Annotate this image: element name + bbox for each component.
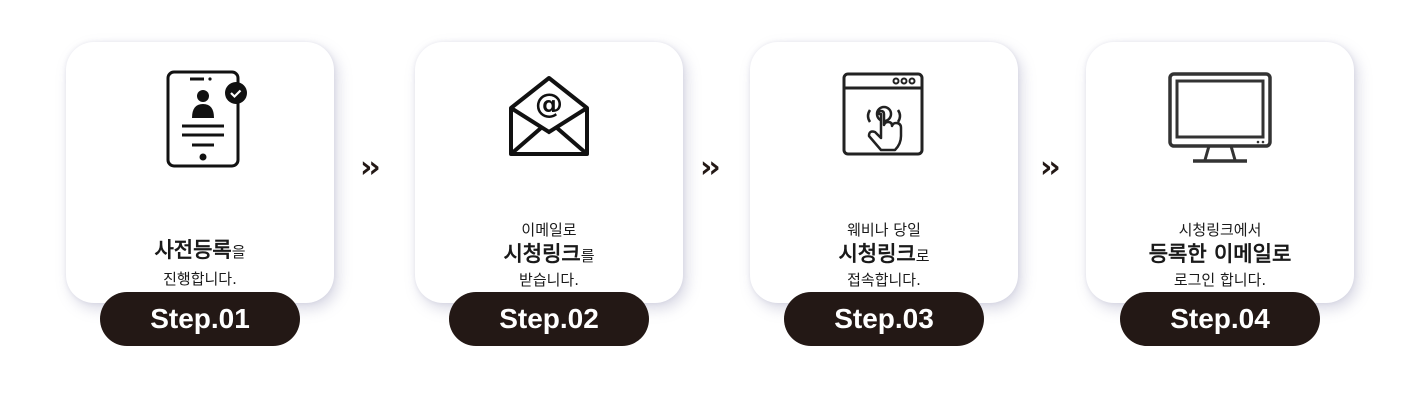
- description-text: 이메일로: [521, 221, 577, 239]
- tablet-profile-check-icon: [152, 68, 248, 176]
- description-text: 시청링크에서: [1178, 221, 1262, 239]
- description-line: 시청링크를: [415, 242, 683, 267]
- description-text: 로: [915, 247, 930, 266]
- step-label-badge: Step.03: [784, 292, 984, 346]
- chevron-right-icon: ››: [700, 150, 721, 185]
- description-line: 시청링크로: [750, 242, 1018, 267]
- highlight-text: 등록한 이메일로: [1148, 242, 1292, 267]
- description-line: 접속합니다.: [750, 270, 1018, 289]
- description-line: 웨비나 당일: [750, 220, 1018, 239]
- browser-click-icon: [836, 68, 932, 176]
- description-line: 사전등록을: [66, 238, 334, 263]
- description-line: 로그인 합니다.: [1086, 270, 1354, 289]
- description-text: 받습니다.: [519, 271, 579, 290]
- description-text: 을: [231, 243, 246, 261]
- description-text: 접속합니다.: [847, 271, 921, 290]
- svg-text:@: @: [535, 87, 563, 120]
- chevron-right-icon: ››: [1040, 150, 1061, 185]
- description-text: 진행합니다.: [163, 270, 237, 289]
- highlight-text: 시청링크: [838, 242, 916, 267]
- description-text: 웨비나 당일: [847, 221, 921, 239]
- description-text: 를: [580, 247, 595, 266]
- highlight-text: 사전등록: [154, 238, 232, 262]
- monitor-icon: [1165, 68, 1275, 176]
- description-text: 로그인 합니다.: [1173, 271, 1267, 290]
- description-line: 시청링크에서: [1086, 220, 1354, 239]
- description-line: 이메일로: [415, 220, 683, 239]
- description-line: 등록한 이메일로: [1086, 242, 1354, 267]
- description-line: 진행합니다.: [66, 269, 334, 288]
- highlight-text: 시청링크: [503, 242, 581, 267]
- chevron-right-icon: ››: [360, 150, 381, 185]
- step-label-badge: Step.01: [100, 292, 300, 346]
- step-label-badge: Step.02: [449, 292, 649, 346]
- email-envelope-icon: @: [501, 68, 597, 168]
- description-line: 받습니다.: [415, 270, 683, 289]
- step-label-badge: Step.04: [1120, 292, 1320, 346]
